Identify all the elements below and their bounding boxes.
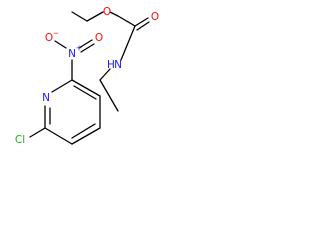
atom-nitrogen-pyridine: N <box>42 92 50 104</box>
atom-nitrogen-nitro: N <box>68 48 76 60</box>
bond-nitro-n-ominus <box>54 40 67 49</box>
bond-n-ch2 <box>99 68 111 81</box>
bond-o-carbonyl-c-b <box>117 15 136 27</box>
bond-ring-c2-c3-inner <box>73 85 97 100</box>
bond-ring-c4-c5 <box>71 127 101 145</box>
bond-c6-cl <box>29 127 46 138</box>
bond-ring-c4-c5-inner <box>71 123 96 139</box>
atom-nitrogen-carbamate: N <box>114 59 122 71</box>
bond-o-carbonyl-c <box>109 11 119 17</box>
bond-carbonyl-n <box>120 25 136 61</box>
bond-ring-c5-c6 <box>44 127 73 145</box>
bond-ethyl-c2-o <box>86 11 104 22</box>
bond-ch2-ring <box>99 79 119 112</box>
bond-ring-c2-c3 <box>71 79 101 97</box>
bond-nitro-n-o-double-2 <box>80 43 95 53</box>
bond-ethyl-c1-c2 <box>71 11 88 22</box>
atom-chlorine: Cl <box>15 134 25 146</box>
nitro-oxygen-negative-charge: − <box>53 29 59 38</box>
atom-oxygen-ether: O <box>103 6 111 18</box>
atom-oxygen-carbonyl: O <box>151 11 159 23</box>
nitro-nitrogen-positive-charge: + <box>76 44 82 53</box>
bond-carbonyl-double-1 <box>134 17 149 27</box>
molecule-structure: O O N H N + O − O N Cl <box>15 6 159 146</box>
bond-ring-n1-c2 <box>51 79 73 93</box>
atom-hydrogen-carbamate: H <box>107 59 115 71</box>
bond-carbonyl-double-2 <box>136 21 150 31</box>
atom-oxygen-nitro-double: O <box>95 32 103 44</box>
bond-nitro-n-o-double-1 <box>78 39 93 49</box>
atom-oxygen-nitro-minus: O <box>45 32 53 44</box>
bonds <box>29 11 150 145</box>
atom-labels: O O N H N + O − O N Cl <box>15 6 159 146</box>
